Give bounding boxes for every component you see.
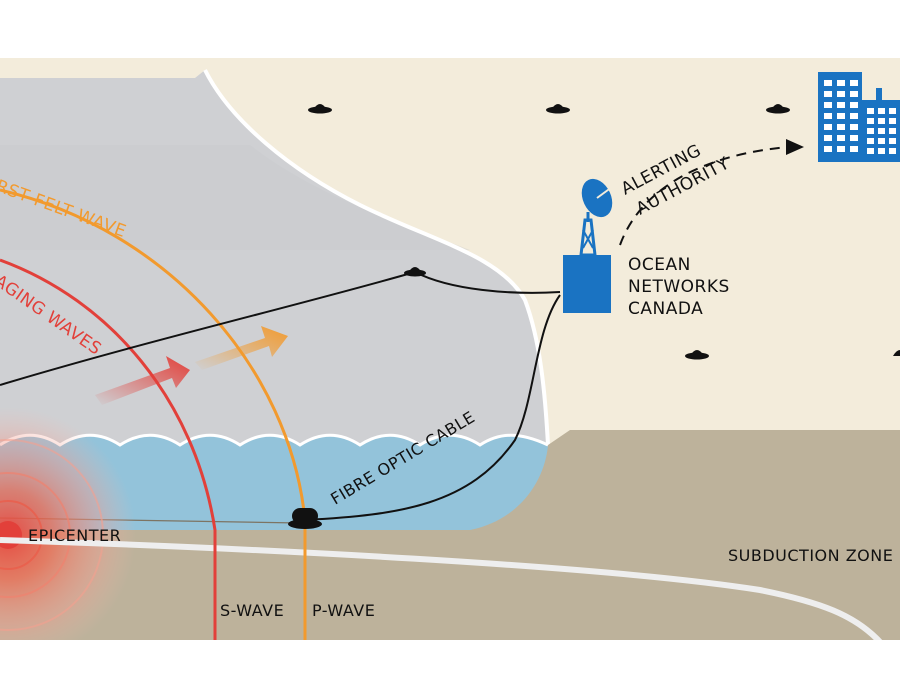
seismic-sensor-icon [766,104,790,114]
gray-inset [0,145,470,250]
building-window [824,124,832,130]
s-wave-label: S-WAVE [220,601,284,620]
building-window [837,124,845,130]
gray-region [0,70,548,445]
building-window [878,118,885,124]
p-wave-arc [0,188,307,640]
building-window [837,113,845,119]
alert-arrowhead [786,139,804,155]
building-window [837,80,845,86]
building-window [824,135,832,141]
building-window [824,113,832,119]
onc-label-line3: CANADA [628,299,703,319]
building-window [837,91,845,97]
building-window [850,91,858,97]
ocean-networks-canada-station-icon [563,178,613,313]
fibre-optic-cable-upper [0,270,561,386]
building-window [824,102,832,108]
seismic-sensor-icon [685,350,709,360]
building-window [837,135,845,141]
building-window [878,128,885,134]
epicenter-glow [0,407,136,640]
building-window [850,113,858,119]
building-window [867,118,874,124]
subduction-zone-line [0,537,883,640]
epicenter-ring-1 [0,439,104,631]
building-window [889,108,896,114]
building-window [867,128,874,134]
building-window [824,80,832,86]
felt-wave-arrow [195,326,288,370]
ocean-water [0,435,548,530]
epicenter-ring-2 [0,472,71,598]
building-window [878,108,885,114]
building-window [850,146,858,152]
building-window [867,108,874,114]
building-window [850,102,858,108]
building-window [867,138,874,144]
building-window [837,102,845,108]
coastline [203,69,550,446]
building-window [850,135,858,141]
subduction-zone-label: SUBDUCTION ZONE [728,546,893,565]
seismic-sensor-icon [546,104,570,114]
building-window [889,138,896,144]
seafloor-sensor-icon [288,508,322,529]
building-windows [824,80,896,154]
water-surface [0,433,549,447]
onc-label-line1: OCEAN [628,255,691,275]
seismic-sensor-icon [893,350,900,356]
onc-label-line2: NETWORKS [628,277,730,297]
building-window [889,118,896,124]
p-wave-label: P-WAVE [312,601,375,620]
damaging-wave-arrow [95,356,190,405]
building-window [889,148,896,154]
building-window [878,138,885,144]
building-window [850,124,858,130]
epicenter-ring-3 [0,500,43,570]
building-window [837,146,845,152]
building-window [824,146,832,152]
alert-dashed-arrow [619,146,789,246]
seismic-sensor-icon [404,267,426,277]
building-window [824,91,832,97]
s-wave-arc [0,258,217,640]
building-window [850,80,858,86]
building-window [878,148,885,154]
epicenter-label: EPICENTER [28,526,121,545]
building-window [867,148,874,154]
seismic-sensor-icon [308,104,332,114]
building-window [889,128,896,134]
fibre-optic-cable-lower [304,294,561,521]
